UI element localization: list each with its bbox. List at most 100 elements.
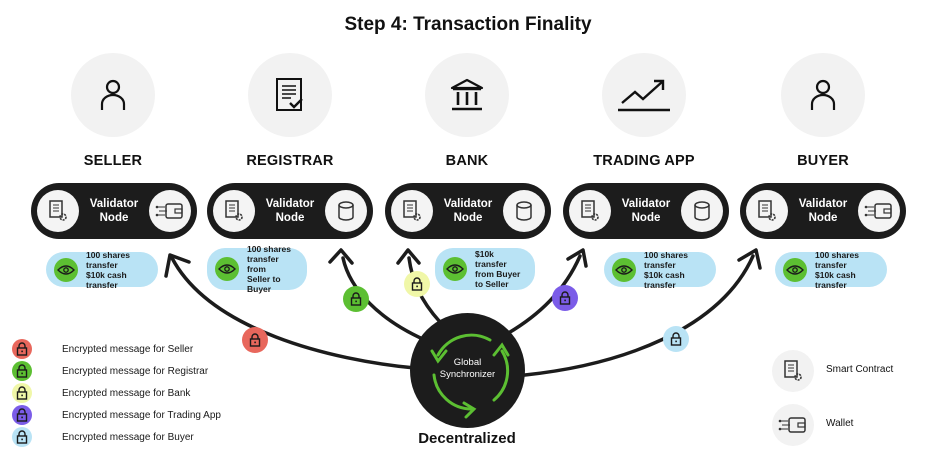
entity-trading-app: TRADING APP [584, 53, 704, 169]
smart-contract-icon [37, 190, 79, 232]
lock-icon-registrar [343, 286, 369, 312]
chart-trend-icon [602, 53, 686, 137]
entity-seller: SELLER [53, 53, 173, 169]
info-line: 100 shares transfer [86, 249, 130, 270]
entity-label: SELLER [83, 153, 143, 169]
key-label: Wallet [826, 418, 854, 429]
document-check-icon [248, 53, 332, 137]
node-label-line1: Validator [443, 198, 493, 210]
eye-icon [54, 257, 78, 282]
node-label-line2: Node [631, 212, 661, 224]
info-line: $10k cash transfer [644, 269, 685, 290]
legend-item: Encrypted message for Bank [12, 382, 221, 404]
lock-icon-bank [404, 271, 430, 297]
smart-contract-icon [213, 190, 255, 232]
lock-icon [12, 427, 32, 447]
wallet-icon [772, 404, 814, 446]
wallet-icon [148, 190, 191, 232]
entity-label: BUYER [797, 153, 849, 169]
lock-icon-trading-app [552, 285, 578, 311]
lock-icon [12, 339, 32, 359]
smart-contract-icon [746, 190, 788, 232]
entity-buyer: BUYER [763, 53, 883, 169]
arrow-to-seller [170, 256, 417, 370]
legend-label: Encrypted message for Buyer [62, 431, 194, 443]
info-line: $10k cash transfer [815, 269, 856, 290]
legend-label: Encrypted message for Trading App [62, 409, 221, 421]
legend: Encrypted message for Seller Encrypted m… [12, 338, 221, 448]
person-icon [781, 53, 865, 137]
key-smart-contract: Smart Contract [772, 350, 893, 392]
node-label-line1: Validator [265, 198, 315, 210]
legend-item: Encrypted message for Seller [12, 338, 221, 360]
bank-icon [425, 53, 509, 137]
info-pill-seller: 100 shares transfer$10k cash transfer [46, 249, 158, 290]
arrowhead-bank [396, 248, 421, 265]
arrow-to-buyer [523, 254, 755, 377]
node-label-line1: Validator [89, 198, 139, 210]
sync-label-line2: Synchronizer [439, 369, 496, 380]
diagram-title: Step 4: Transaction Finality [344, 14, 592, 35]
smart-contract-icon [569, 190, 611, 232]
lock-icon-seller [242, 327, 268, 353]
info-line: $10k transfer [475, 249, 507, 269]
lock-icon [12, 383, 32, 403]
legend-item: Encrypted message for Registrar [12, 360, 221, 382]
info-line: 100 shares transfer [644, 249, 688, 270]
lock-icon-buyer [663, 326, 689, 352]
database-icon [324, 190, 367, 232]
lock-icon [12, 405, 32, 425]
info-line: 100 shares [247, 244, 291, 254]
info-line: from Buyer [475, 269, 521, 279]
key-label: Smart Contract [826, 364, 894, 375]
database-icon [680, 190, 723, 232]
smart-contract-icon [391, 190, 433, 232]
person-icon [71, 53, 155, 137]
info-pill-buyer: 100 shares transfer$10k cash transfer [775, 250, 887, 290]
info-line: to Seller [475, 279, 509, 289]
info-line: Seller to Buyer [247, 274, 281, 294]
arrowhead-trading-app [566, 248, 588, 268]
eye-icon [443, 257, 467, 281]
entity-label: BANK [445, 153, 489, 169]
wallet-icon [857, 190, 900, 232]
arrowhead-registrar [328, 248, 354, 265]
info-line: transfer from [247, 254, 279, 274]
arrow-to-trading-app [503, 254, 582, 337]
arrowhead-buyer [737, 248, 762, 270]
database-icon [502, 190, 545, 232]
node-label-line1: Validator [798, 198, 848, 210]
info-pill-trading-app: 100 shares transfer$10k cash transfer [604, 249, 716, 290]
entity-label: REGISTRAR [246, 153, 334, 169]
eye-icon [612, 257, 636, 282]
node-label-line2: Node [453, 212, 483, 224]
entity-label: TRADING APP [593, 153, 695, 169]
legend-label: Encrypted message for Registrar [62, 365, 209, 377]
node-label-line2: Node [275, 212, 305, 224]
node-label-line1: Validator [621, 198, 671, 210]
entity-bank: BANK [407, 53, 527, 169]
key-wallet: Wallet [772, 404, 853, 446]
legend-item: Encrypted message for Buyer [12, 426, 221, 448]
arrow-to-registrar [341, 256, 427, 342]
sync-cycle-icon [430, 333, 510, 419]
lock-icon [12, 361, 32, 381]
decentralized-caption: Decentralized [418, 430, 516, 447]
eye-icon [215, 257, 239, 281]
arrowhead-seller [164, 253, 191, 278]
legend-item: Encrypted message for Trading App [12, 404, 221, 426]
node-label-line2: Node [99, 212, 129, 224]
smart-contract-icon [772, 350, 814, 392]
node-label-line2: Node [808, 212, 838, 224]
legend-label: Encrypted message for Seller [62, 343, 194, 355]
sync-label-line1: Global [453, 357, 482, 368]
